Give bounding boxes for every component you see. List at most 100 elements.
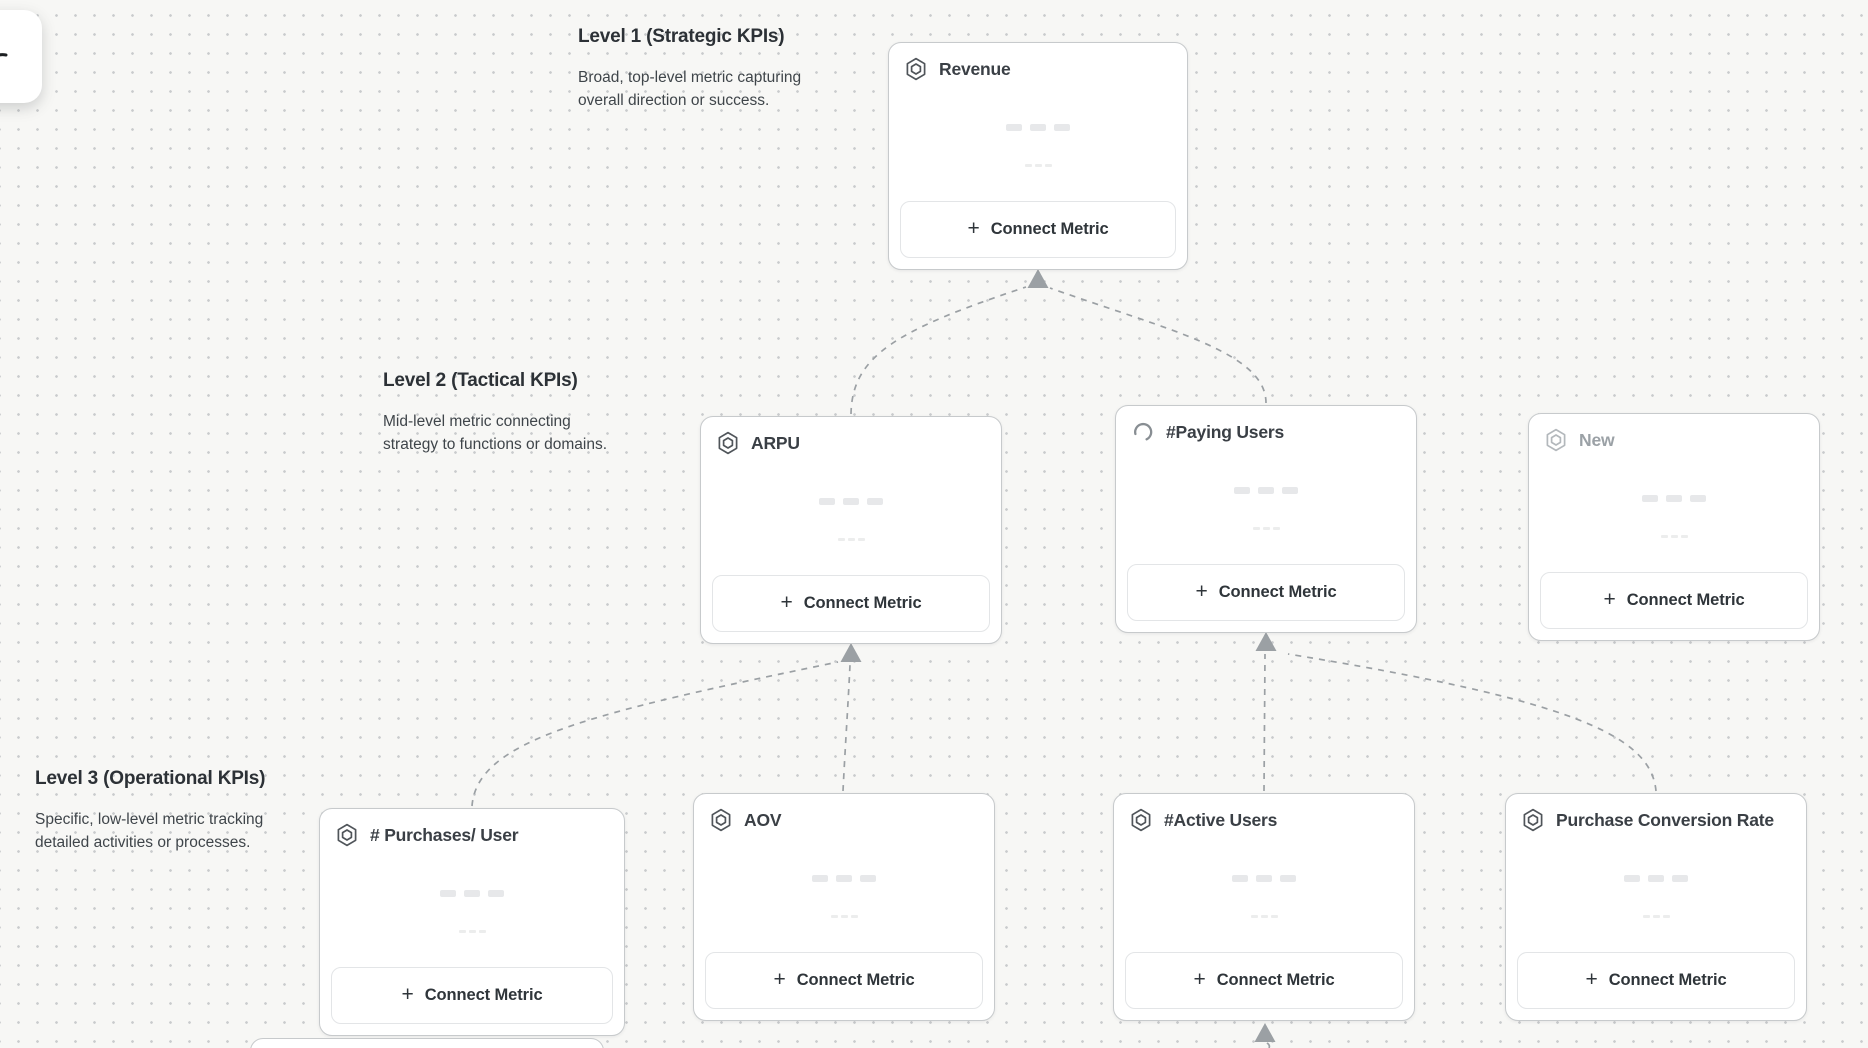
metric-card-title: AOV	[744, 809, 782, 830]
level-1-label: Level 1 (Strategic KPIs) Broad, top-leve…	[578, 24, 801, 112]
connect-metric-button[interactable]: + Connect Metric	[712, 575, 990, 632]
hexagon-icon	[717, 431, 739, 455]
arrowhead-revenue	[1027, 269, 1049, 288]
skeleton-row-small	[1529, 535, 1819, 538]
metric-card-revenue[interactable]: Revenue + Connect Metric	[888, 42, 1188, 270]
hexagon-icon	[337, 823, 357, 847]
metric-card-new[interactable]: New + Connect Metric	[1528, 413, 1820, 641]
metric-card-arpu[interactable]: ARPU + Connect Metric	[700, 416, 1002, 644]
skeleton-row-small	[1114, 915, 1414, 918]
hexagon-icon	[1130, 808, 1152, 832]
hexagon-icon	[906, 57, 926, 81]
plus-icon: +	[1193, 968, 1206, 991]
card-header: ARPU	[717, 431, 800, 455]
plus-icon: +	[1603, 588, 1616, 611]
metric-card-paying-users[interactable]: #Paying Users + Connect Metric	[1115, 405, 1417, 633]
metric-card-title: Revenue	[939, 58, 1011, 79]
plus-icon: +	[401, 983, 414, 1006]
edge-arpu-to-revenue	[850, 286, 1027, 415]
plus-icon: +	[1195, 580, 1208, 603]
metric-card-purchase-conversion-rate[interactable]: Purchase Conversion Rate + Connect Metri…	[1505, 793, 1807, 1021]
level-1-description: Broad, top-level metric capturing overal…	[578, 69, 802, 109]
skeleton-row-large	[701, 498, 1001, 505]
connect-metric-label: Connect Metric	[1218, 583, 1337, 601]
arrowhead-paying-users	[1255, 632, 1277, 651]
connect-metric-label: Connect Metric	[990, 220, 1109, 238]
plus-icon: +	[773, 968, 786, 991]
skeleton-row-large	[1529, 495, 1819, 502]
skeleton-row-large	[694, 875, 994, 882]
metric-card-partial[interactable]	[250, 1038, 604, 1048]
skeleton-row-small	[320, 930, 624, 933]
metric-card-purchases-per-user[interactable]: # Purchases/ User + Connect Metric	[319, 808, 625, 1036]
skeleton-row-small	[694, 915, 994, 918]
card-header: #Active Users	[1130, 808, 1277, 832]
level-2-description: Mid-level metric connecting strategy to …	[383, 413, 608, 453]
plus-icon: +	[1585, 968, 1598, 991]
hexagon-icon	[1131, 808, 1151, 832]
card-header: #Paying Users	[1132, 420, 1284, 444]
edge-pcr-to-paying-users	[1287, 653, 1657, 792]
metric-card-title: Purchase Conversion Rate	[1556, 809, 1774, 830]
connect-metric-button[interactable]: + Connect Metric	[1125, 952, 1403, 1009]
level-3-label: Level 3 (Operational KPIs) Specific, low…	[35, 766, 265, 854]
hexagon-icon	[1522, 808, 1544, 832]
edge-paying-users-to-revenue	[1049, 287, 1267, 404]
connect-metric-button[interactable]: + Connect Metric	[705, 952, 983, 1009]
hexagon-icon	[718, 431, 738, 455]
hexagon-icon	[905, 57, 927, 81]
connect-metric-label: Connect Metric	[424, 986, 543, 1004]
skeleton-row-large	[889, 124, 1187, 131]
connect-metric-button[interactable]: + Connect Metric	[1517, 952, 1795, 1009]
metric-card-title: New	[1579, 429, 1615, 450]
card-header: New	[1545, 428, 1615, 452]
metric-card-title: # Purchases/ User	[370, 824, 519, 845]
level-2-label: Level 2 (Tactical KPIs) Mid-level metric…	[383, 368, 607, 456]
skeleton-row-small	[701, 538, 1001, 541]
hexagon-icon	[1545, 428, 1567, 452]
hexagon-icon	[710, 808, 732, 832]
cursor-tool-icon	[0, 53, 8, 57]
card-header: AOV	[710, 808, 782, 832]
toolbar-fragment[interactable]	[0, 10, 42, 103]
spinner-icon	[1134, 422, 1153, 441]
metric-card-title: #Paying Users	[1166, 421, 1285, 442]
card-header: Purchase Conversion Rate	[1522, 808, 1774, 832]
connect-metric-button[interactable]: + Connect Metric	[900, 201, 1176, 258]
level-2-title: Level 2 (Tactical KPIs)	[383, 370, 578, 391]
skeleton-row-large	[1114, 875, 1414, 882]
connect-metric-button[interactable]: + Connect Metric	[331, 967, 613, 1024]
level-3-title: Level 3 (Operational KPIs)	[35, 768, 266, 789]
connect-metric-button[interactable]: + Connect Metric	[1127, 564, 1405, 621]
edge-active-users-to-paying-users	[1263, 653, 1266, 792]
plus-icon: +	[780, 591, 793, 614]
hexagon-icon	[336, 823, 358, 847]
connect-metric-label: Connect Metric	[1626, 591, 1745, 609]
connect-metric-label: Connect Metric	[796, 971, 915, 989]
arrowhead-arpu	[840, 643, 862, 662]
metric-card-title: ARPU	[751, 432, 800, 453]
level-3-description: Specific, low-level metric tracking deta…	[35, 811, 264, 851]
edge-aov-to-arpu	[842, 664, 851, 792]
connect-metric-button[interactable]: + Connect Metric	[1540, 572, 1808, 629]
metric-card-aov[interactable]: AOV + Connect Metric	[693, 793, 995, 1021]
skeleton-row-small	[889, 164, 1187, 167]
edge-purchases-to-arpu	[471, 661, 839, 807]
arrowhead-active-users	[1254, 1023, 1276, 1042]
skeleton-row-large	[1506, 875, 1806, 882]
metric-card-active-users[interactable]: #Active Users + Connect Metric	[1113, 793, 1415, 1021]
skeleton-row-large	[1116, 487, 1416, 494]
spinner-icon	[1132, 420, 1154, 444]
edge-offscreen-to-active-users	[1265, 1039, 1271, 1048]
metric-card-title: #Active Users	[1164, 809, 1278, 830]
skeleton-row-large	[320, 890, 624, 897]
card-header: Revenue	[905, 57, 1011, 81]
skeleton-row-small	[1116, 527, 1416, 530]
hexagon-icon	[1523, 808, 1543, 832]
hexagon-icon	[1546, 428, 1566, 452]
hexagon-icon	[711, 808, 731, 832]
level-1-title: Level 1 (Strategic KPIs)	[578, 26, 785, 47]
plus-icon: +	[967, 217, 980, 240]
connect-metric-label: Connect Metric	[1216, 971, 1335, 989]
